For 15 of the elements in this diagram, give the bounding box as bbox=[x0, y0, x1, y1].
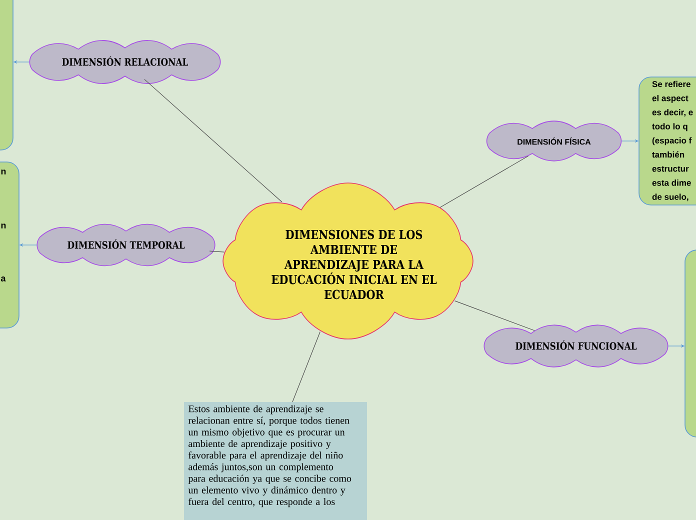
connector-line bbox=[440, 156, 529, 208]
rounded-box bbox=[684, 250, 696, 438]
connector-line bbox=[454, 300, 536, 331]
rounded-box bbox=[0, 0, 14, 150]
central-cloud: DIMENSIONES DE LOS AMBIENTE DE APRENDIZAJE PARA LA EDUCACIÓN INICIAL EN EL ECUADOR bbox=[222, 182, 474, 340]
note-box: Se refiere el aspect es decir, e todo lo q (espacio f también estructur esta dime de suelo, bbox=[638, 76, 696, 206]
connector-line bbox=[292, 331, 320, 402]
topic-cloud: DIMENSIÓN FÍSICA bbox=[486, 120, 622, 162]
note-box: n n a bbox=[0, 162, 20, 328]
connector-line bbox=[144, 79, 282, 202]
topic-cloud: DIMENSIÓN FUNCIONAL bbox=[484, 324, 668, 368]
text-box: Estos ambiente de aprendizaje se relacionan entre sí, porque todos tienen un mismo objetivo que es procurar un ambiente de aprendizaje positivo y favorable para el aprendizaje del niño además juntos,son un complemento para educación ya que se concibe como un elemento vivo y dinámico dentro y fuera del centro, que responde a los bbox=[184, 402, 367, 520]
topic-cloud: DIMENSIÓN TEMPORAL bbox=[36, 224, 216, 266]
topic-cloud: DIMENSIÓN RELACIONAL bbox=[29, 40, 221, 84]
connector-line bbox=[209, 250, 225, 252]
